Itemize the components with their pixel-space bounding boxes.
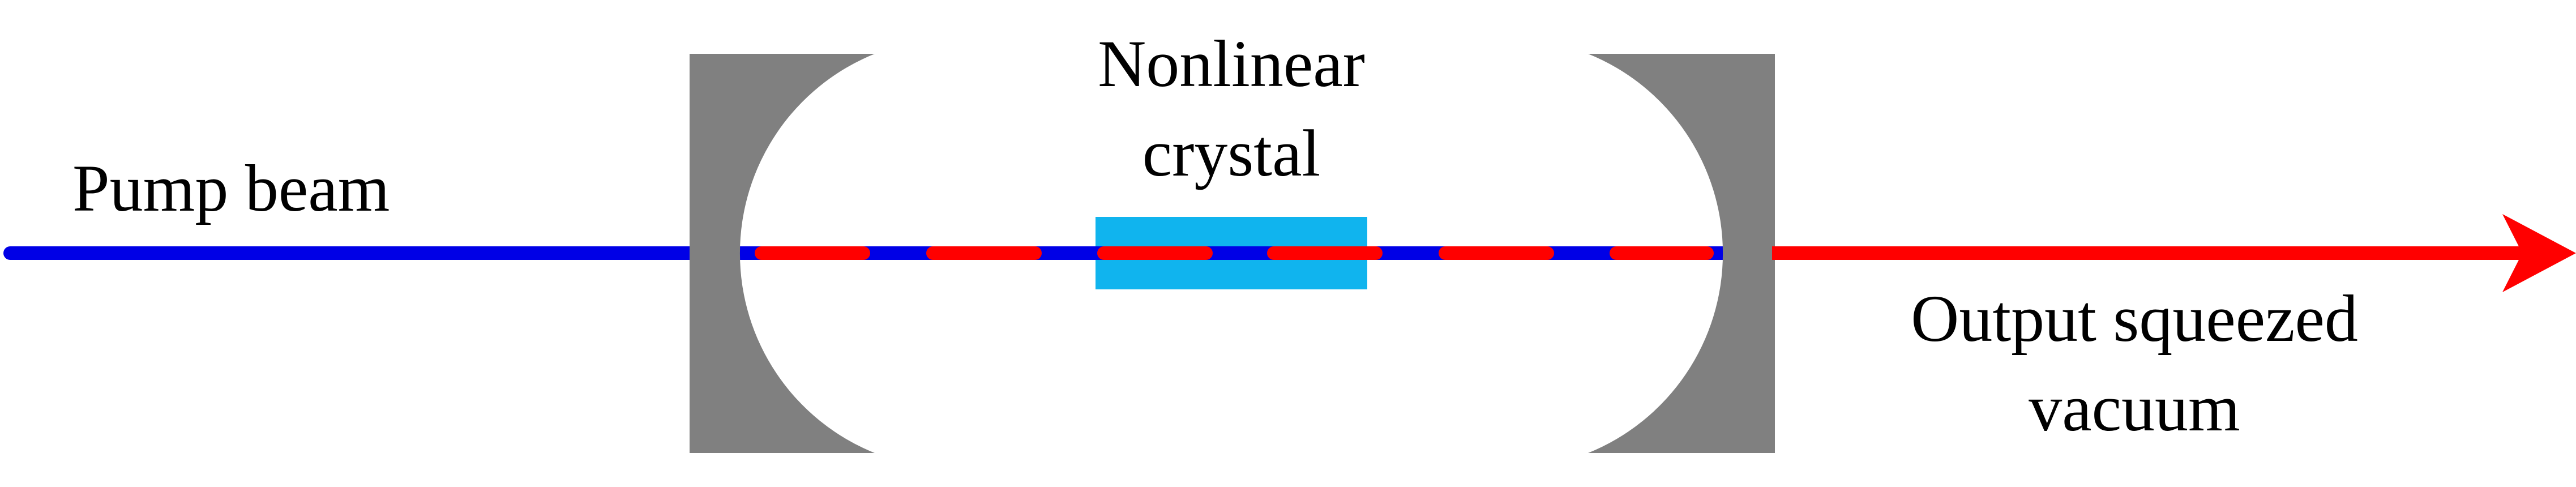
crystal-label-line1: Nonlinear: [1098, 27, 1365, 101]
output-cavity-mirror: [1588, 54, 1775, 453]
crystal-label-line2: crystal: [1142, 116, 1321, 190]
output-label-line2: vacuum: [2029, 371, 2240, 445]
pump-beam-label: Pump beam: [72, 151, 390, 225]
output-label-line1: Output squeezed: [1911, 281, 2358, 356]
output-arrowhead: [2502, 214, 2576, 292]
input-cavity-mirror: [690, 54, 875, 453]
